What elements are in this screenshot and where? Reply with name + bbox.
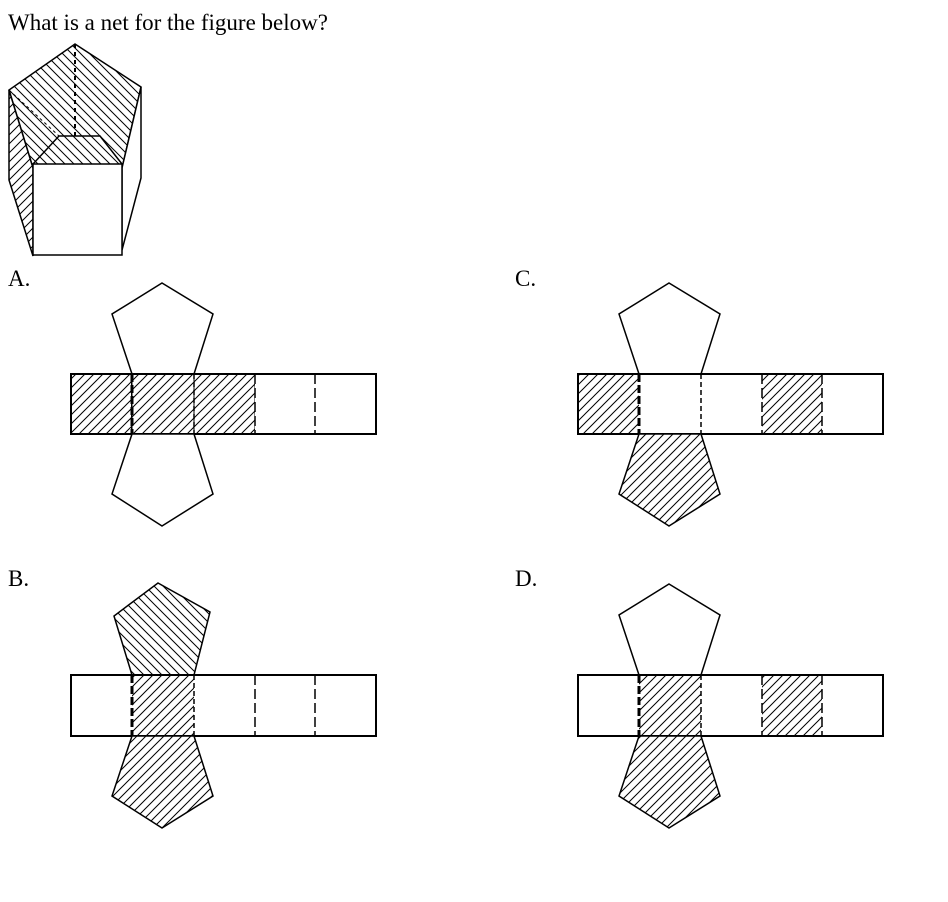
net-d-face-1: [578, 675, 639, 736]
net-d-face-3: [701, 675, 762, 736]
net-a-face-4: [255, 374, 315, 434]
net-b-face-3: [194, 675, 255, 736]
option-a-label[interactable]: A.: [8, 266, 31, 291]
net-c-face-5: [822, 374, 883, 434]
net-d-pentagon-top: [618, 583, 721, 676]
net-c-pentagon-bottom: [618, 433, 721, 527]
net-b-face-2: [132, 675, 194, 736]
net-a-face-2: [131, 373, 195, 435]
net-c-face-3: [701, 374, 762, 434]
net-a-face-5: [315, 374, 376, 434]
pentagonal-prism-figure: [8, 43, 142, 257]
net-c-face-1: [578, 374, 639, 434]
net-a-pentagon-bottom: [111, 433, 214, 527]
option-c-label[interactable]: C.: [515, 266, 537, 291]
net-c-face-2: [639, 374, 701, 434]
net-d-face-4: [762, 675, 822, 736]
question-text: What is a net for the figure below?: [8, 10, 328, 35]
net-a-face-3: [193, 373, 256, 435]
net-b-face-1: [71, 675, 132, 736]
net-b-face-5: [315, 675, 376, 736]
net-d-face-5: [822, 675, 883, 736]
net-d-face-2: [639, 675, 701, 736]
net-c-face-4: [762, 374, 822, 434]
option-b-label[interactable]: B.: [8, 566, 30, 591]
net-b-pentagon-bottom: [111, 735, 214, 829]
net-d-pentagon-bottom: [618, 735, 721, 829]
net-b-face-4: [255, 675, 315, 736]
option-d-label[interactable]: D.: [515, 566, 538, 591]
